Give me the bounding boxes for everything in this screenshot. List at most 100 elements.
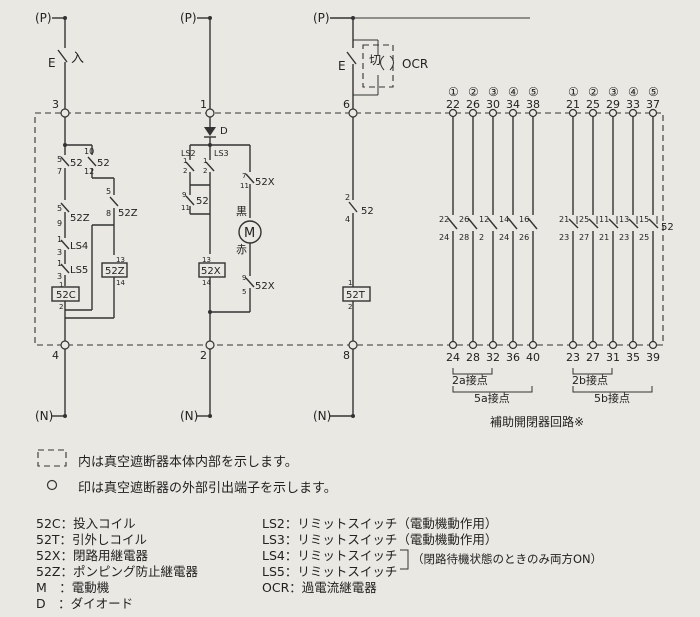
legend-item: OCR：過電流継電器 xyxy=(262,580,377,595)
svg-text:52C: 52C xyxy=(56,290,76,301)
svg-text:52Z: 52Z xyxy=(118,208,138,219)
aux-terminal-bottom xyxy=(648,340,658,350)
aux-circle-number: ② xyxy=(588,85,599,99)
close-switch-contact xyxy=(57,49,68,63)
legend-item: LS3：リミットスイッチ（電動機動作用） xyxy=(262,532,498,547)
aux-top-terminal-label: 37 xyxy=(646,98,660,111)
aux-terminal-top xyxy=(648,108,658,118)
aux-contact-b xyxy=(648,218,659,229)
aux-contact-b xyxy=(628,218,639,229)
svg-text:8: 8 xyxy=(106,209,111,218)
legend-item: 52Z：ポンピング防止継電器 xyxy=(36,564,198,579)
svg-text:1: 1 xyxy=(59,281,63,289)
note-dashed: 内は真空遮断器本体内部を示します。 xyxy=(78,455,298,470)
aux-contact-label-bottom: 24 xyxy=(499,233,509,242)
aux-contact-label-bottom: 27 xyxy=(579,233,589,242)
svg-text:M: M xyxy=(244,226,255,241)
legend-item: 52C：投入コイル xyxy=(36,516,136,531)
aux-top-terminal-label: 30 xyxy=(486,98,500,111)
terminal-2 xyxy=(205,340,215,350)
aux-top-terminal-label: 26 xyxy=(466,98,480,111)
aux-bottom-terminal-label: 28 xyxy=(466,351,480,364)
legend-item: LS4：リミットスイッチ xyxy=(262,548,398,563)
svg-text:14: 14 xyxy=(202,279,211,287)
aux-terminal-bottom xyxy=(448,340,458,350)
svg-text:赤: 赤 xyxy=(236,243,247,256)
svg-text:13: 13 xyxy=(202,256,211,264)
svg-text:52Z: 52Z xyxy=(70,213,90,224)
svg-text:5: 5 xyxy=(106,187,111,196)
svg-text:9: 9 xyxy=(57,219,62,228)
aux-top-terminal-label: 38 xyxy=(526,98,540,111)
svg-text:2b接点: 2b接点 xyxy=(572,374,608,387)
svg-text:1: 1 xyxy=(57,235,62,244)
diode xyxy=(204,127,216,136)
svg-text:2: 2 xyxy=(183,167,187,175)
svg-text:52: 52 xyxy=(361,206,374,217)
aux-terminal-top xyxy=(568,108,578,118)
coil-52t xyxy=(342,286,371,302)
aux-terminal-bottom xyxy=(628,340,638,350)
legend-item: D ：ダイオード xyxy=(36,596,134,611)
aux-bottom-terminal-label: 40 xyxy=(526,351,540,364)
svg-text:4: 4 xyxy=(52,349,59,362)
n-bus-leads xyxy=(52,414,355,418)
aux-top-terminal-label: 33 xyxy=(626,98,640,111)
svg-text:LS2: LS2 xyxy=(181,149,196,158)
svg-text:52: 52 xyxy=(196,196,209,207)
aux-terminal-bottom xyxy=(468,340,478,350)
svg-text:11: 11 xyxy=(240,182,249,190)
p-bus-label-2: (P) xyxy=(180,11,197,25)
svg-text:1: 1 xyxy=(183,157,187,165)
coil-52x xyxy=(198,262,226,278)
svg-text:5: 5 xyxy=(242,288,246,296)
aux-terminal-top xyxy=(448,108,458,118)
svg-text:52Z: 52Z xyxy=(105,266,125,277)
bracket-2b xyxy=(572,368,613,375)
aux-circle-number: ④ xyxy=(628,85,639,99)
aux-terminal-top xyxy=(468,108,478,118)
aux-contact-label-top: 15 xyxy=(639,215,649,224)
legend-item: 52T：引外しコイル xyxy=(36,532,148,547)
legend-bracket xyxy=(400,549,409,570)
legend-left: 52C：投入コイル 52T：引外しコイル 52X：閉路用継電器 52Z：ポンピン… xyxy=(36,517,198,611)
svg-text:8: 8 xyxy=(343,349,350,362)
aux-contact-label-top: 11 xyxy=(599,215,609,224)
aux-contact-b xyxy=(608,218,619,229)
aux-circle-number: ① xyxy=(448,85,459,99)
svg-text:LS5: LS5 xyxy=(70,265,88,276)
svg-text:13: 13 xyxy=(116,256,125,264)
aux-top-terminal-label: 29 xyxy=(606,98,620,111)
svg-text:LS3: LS3 xyxy=(214,149,229,158)
svg-text:7: 7 xyxy=(57,167,62,176)
terminal-6 xyxy=(348,108,358,118)
aux-contact-a xyxy=(447,217,458,230)
bracket-5a xyxy=(452,386,533,393)
aux-contact-label-top: 14 xyxy=(499,215,509,224)
column-3-trip-circuit: E 切 OCR 6 2 4 52 52T 1 2 8 xyxy=(338,18,428,416)
aux-terminal-top xyxy=(508,108,518,118)
aux-terminal-top xyxy=(608,108,618,118)
svg-text:9: 9 xyxy=(182,191,186,199)
n-bus-label-2: (N) xyxy=(180,409,198,423)
aux-top-terminal-label: 25 xyxy=(586,98,600,111)
svg-text:6: 6 xyxy=(343,98,350,111)
svg-text:切: 切 xyxy=(369,53,381,67)
aux-bottom-terminal-label: 24 xyxy=(446,351,460,364)
aux-terminal-bottom xyxy=(608,340,618,350)
aux-circle-number: ⑤ xyxy=(528,85,539,99)
aux-circle-number: ③ xyxy=(608,85,619,99)
aux-terminal-bottom xyxy=(508,340,518,350)
aux-contact-b xyxy=(588,218,599,229)
column-2-motor-circuit: 1 D LS2 1 2 LS3 1 2 9 11 52 7 11 52X 黒 xyxy=(181,18,275,416)
aux-contact-label-bottom: 26 xyxy=(519,233,529,242)
terminal-3-label: 3 xyxy=(52,98,59,111)
aux-top-terminal-label: 34 xyxy=(506,98,520,111)
aux-contact-label-top: 13 xyxy=(619,215,629,224)
aux-contact-label-top: 26 xyxy=(459,215,469,224)
svg-text:3: 3 xyxy=(57,248,62,257)
svg-text:D: D xyxy=(220,126,228,137)
legend-item: LS5：リミットスイッチ xyxy=(262,564,398,579)
legend-right: LS2：リミットスイッチ（電動機動作用） LS3：リミットスイッチ（電動機動作用… xyxy=(262,517,497,595)
